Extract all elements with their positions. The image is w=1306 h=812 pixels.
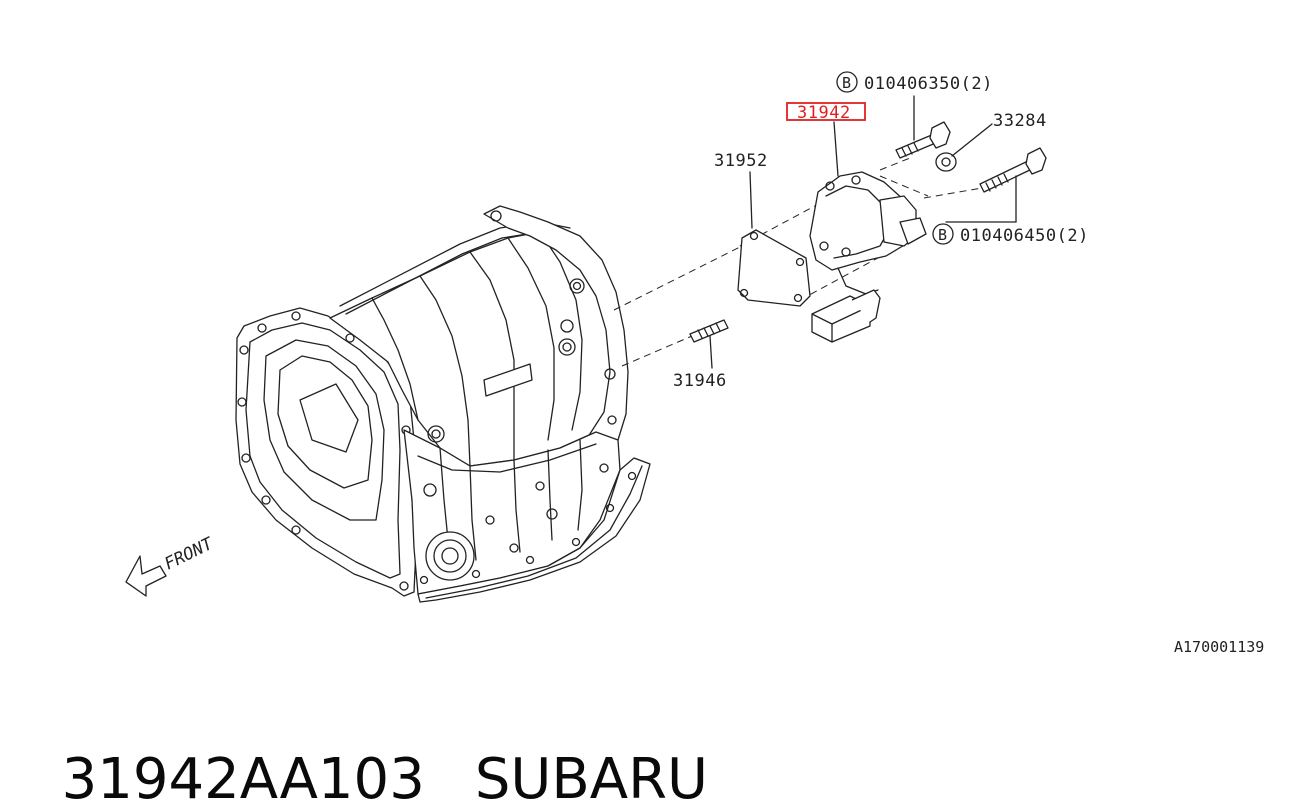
brand-name: SUBARU	[474, 747, 708, 812]
bolt-lower-part[interactable]	[979, 147, 1047, 193]
label-bolt-lower[interactable]: 010406450(2)	[960, 226, 1089, 246]
label-bolt-upper[interactable]: 010406350(2)	[864, 74, 993, 94]
front-label: FRONT	[161, 533, 217, 574]
badge-b-upper	[836, 71, 858, 93]
gasket-part[interactable]	[737, 229, 811, 307]
part-caption: 31942AA103 SUBARU	[26, 684, 708, 812]
highlight-box	[786, 102, 866, 121]
bolt-upper-part[interactable]	[895, 121, 951, 159]
stud-part[interactable]	[689, 319, 729, 343]
front-arrow-icon	[125, 555, 167, 597]
diagram-reference: A170001139	[1174, 638, 1264, 656]
label-31946[interactable]: 31946	[673, 371, 727, 391]
badge-b-lower	[932, 223, 954, 245]
label-31942[interactable]: 31942	[797, 103, 851, 123]
washer-part[interactable]	[935, 152, 957, 172]
parts-diagram: 31942 31952 31946 33284 B 010406350(2) B…	[125, 71, 1264, 656]
label-33284[interactable]: 33284	[993, 111, 1047, 131]
badge-b-lower-text: B	[938, 226, 947, 244]
leader-lines	[709, 95, 1017, 369]
transmission-case	[235, 205, 651, 603]
sensor-part[interactable]	[809, 171, 927, 343]
badge-b-upper-text: B	[842, 74, 851, 92]
label-31952[interactable]: 31952	[714, 151, 768, 171]
part-number: 31942AA103	[61, 747, 425, 812]
